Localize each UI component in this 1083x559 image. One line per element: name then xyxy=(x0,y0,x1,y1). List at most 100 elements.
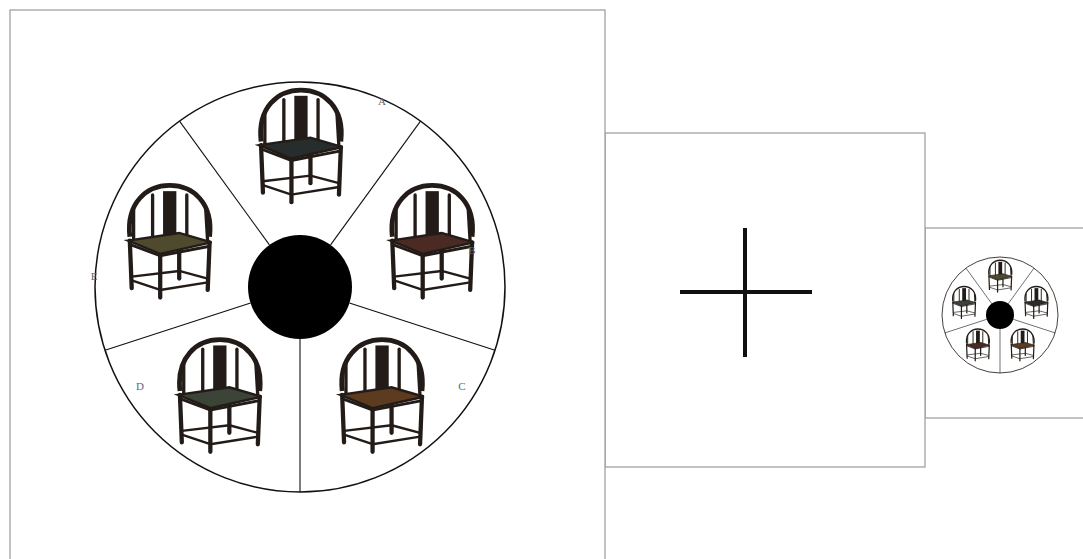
mini-chair xyxy=(1011,329,1035,361)
option-letter: A xyxy=(378,96,386,107)
chair-rail xyxy=(179,340,260,391)
chair-splat xyxy=(1021,331,1025,344)
chair-stretcher xyxy=(961,314,975,316)
chair-stretcher xyxy=(394,280,423,290)
chair-stretcher xyxy=(132,280,161,290)
chair-splat xyxy=(426,191,439,237)
sector-divider xyxy=(299,339,300,492)
chair-stretcher xyxy=(1012,353,1026,355)
chair-stretcher xyxy=(182,425,230,431)
option-letter: B xyxy=(468,245,475,256)
mini-chair xyxy=(966,329,990,361)
chair-stretcher xyxy=(423,282,471,290)
fixation-panel xyxy=(605,133,925,467)
chair-leg xyxy=(342,395,344,443)
chair-stretcher xyxy=(310,176,339,184)
chair-post xyxy=(201,349,204,391)
mini-sector-divider xyxy=(1000,329,1001,373)
chair-post xyxy=(1017,332,1018,344)
wheel-circle xyxy=(95,82,505,492)
chair-splat xyxy=(163,191,176,237)
chair-rail xyxy=(953,287,976,302)
chair-post xyxy=(959,289,960,301)
chair-leg xyxy=(258,397,260,445)
chair-rail xyxy=(129,185,210,236)
chair-splat xyxy=(1035,288,1039,301)
chair-stretcher xyxy=(975,357,989,359)
chair-stretcher xyxy=(291,187,339,195)
chair-post xyxy=(995,263,996,275)
chair-rail xyxy=(261,90,342,141)
chair-stretcher xyxy=(1020,357,1033,359)
choice-panel xyxy=(10,10,605,559)
chair-seat xyxy=(1011,343,1035,349)
chair-post xyxy=(413,195,416,237)
chair-seat xyxy=(988,274,1012,280)
mini-sector-divider xyxy=(966,268,992,304)
chair-stretcher xyxy=(210,437,258,445)
chair xyxy=(128,185,212,297)
center-disc xyxy=(248,235,352,339)
chair-rail xyxy=(392,185,473,236)
chair-stretcher xyxy=(182,435,211,445)
chair-post xyxy=(398,349,401,389)
chair-stretcher xyxy=(967,311,975,313)
chair-rail xyxy=(342,340,423,391)
chair-stretcher xyxy=(229,425,258,433)
chair xyxy=(259,90,343,202)
chair-stretcher xyxy=(1003,285,1011,287)
mini-sector-divider xyxy=(1013,319,1055,333)
chair-post xyxy=(1031,289,1032,301)
chair-stretcher xyxy=(1025,353,1033,355)
chair-stretcher xyxy=(1026,311,1040,313)
chair-stretcher xyxy=(344,425,392,431)
sector-divider xyxy=(180,121,270,245)
mini-center-disc xyxy=(986,301,1014,329)
chair xyxy=(390,185,474,297)
chair-post xyxy=(982,332,983,343)
chair-leg xyxy=(261,145,263,193)
chair-post xyxy=(448,195,451,235)
chair-post xyxy=(185,195,188,235)
chair xyxy=(340,340,424,452)
chair-stretcher xyxy=(160,282,208,290)
chair-seat xyxy=(966,343,990,349)
sector-divider xyxy=(331,121,421,245)
chair-seat xyxy=(128,233,212,254)
chair-stretcher xyxy=(263,176,311,182)
chair-seat xyxy=(340,387,424,408)
chair-rail xyxy=(1011,329,1034,344)
chair-leg xyxy=(130,241,132,288)
chair-post xyxy=(282,100,285,142)
chair-stretcher xyxy=(344,435,373,445)
chair-leg xyxy=(339,147,341,195)
fixation-cross xyxy=(743,228,747,357)
chair-seat xyxy=(390,233,474,254)
chair-stretcher xyxy=(989,285,1003,287)
chair-stretcher xyxy=(953,314,961,317)
chair-seat xyxy=(259,138,343,159)
chair-post xyxy=(973,332,974,344)
chair-seat xyxy=(952,300,976,306)
chair-seat xyxy=(178,387,262,408)
chair xyxy=(178,340,262,452)
chair-stretcher xyxy=(967,356,975,359)
mini-sector-divider xyxy=(945,319,987,333)
chair-leg xyxy=(392,241,394,288)
mini-chair xyxy=(1025,287,1049,319)
chair-stretcher xyxy=(392,425,421,433)
chair-stretcher xyxy=(394,271,442,277)
chair-post xyxy=(1027,332,1028,343)
chair-stretcher xyxy=(989,287,997,290)
mini-chair xyxy=(952,287,976,319)
option-letter: D xyxy=(136,381,144,392)
mini-wheel-circle xyxy=(942,257,1058,373)
chair-rail xyxy=(989,260,1012,275)
chair-post xyxy=(151,195,154,237)
chair-splat xyxy=(962,288,966,301)
chair-post xyxy=(363,349,366,391)
chair-stretcher xyxy=(373,437,421,445)
chair-rail xyxy=(966,329,989,344)
